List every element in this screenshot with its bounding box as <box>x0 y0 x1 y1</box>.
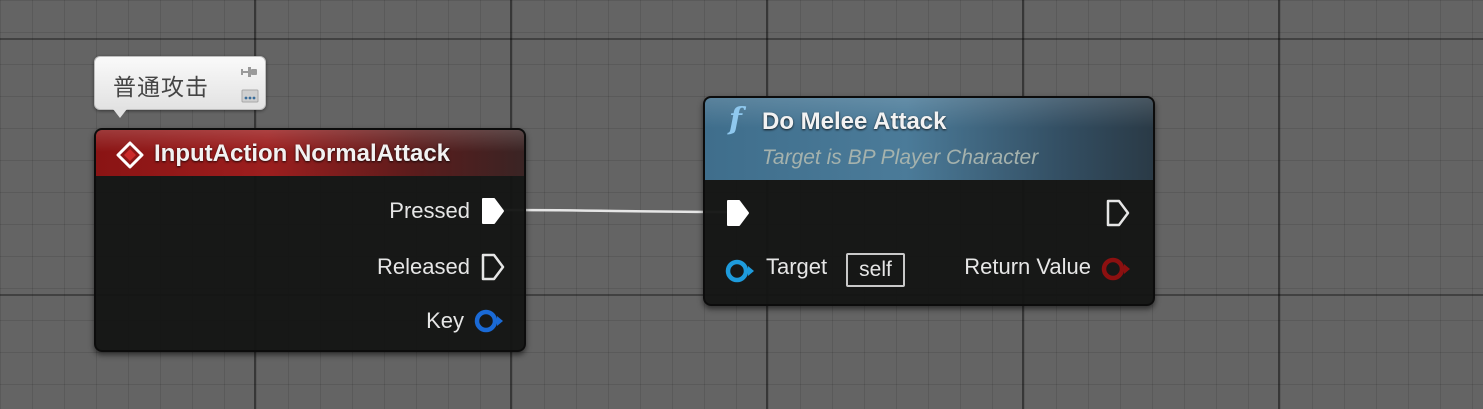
pressed-pin-label: Pressed <box>389 198 470 223</box>
more-options-icon[interactable] <box>241 89 259 103</box>
event-diamond-icon <box>116 141 144 169</box>
released-exec-pin-icon[interactable] <box>480 252 506 282</box>
comment-text: 普通攻击 <box>113 75 209 101</box>
input-action-node-title: InputAction NormalAttack <box>154 140 451 167</box>
target-object-pin-icon[interactable] <box>723 258 759 284</box>
function-call-node-title: Do Melee Attack <box>762 108 947 135</box>
node-comment-bubble[interactable]: 普通攻击 <box>94 56 266 118</box>
function-call-node-header[interactable] <box>705 98 1153 180</box>
key-struct-pin-icon[interactable] <box>472 308 506 334</box>
return-value-pin-icon[interactable] <box>1099 256 1133 282</box>
exec-in-pin-icon[interactable] <box>725 198 751 228</box>
pin-icon[interactable] <box>239 65 259 79</box>
input-action-node[interactable]: InputAction NormalAttack Pressed Release… <box>94 128 526 352</box>
function-f-icon: f <box>729 102 742 137</box>
exec-out-pin-icon[interactable] <box>1105 198 1131 228</box>
pressed-exec-pin-icon[interactable] <box>480 196 506 226</box>
target-pin-label: Target <box>766 254 828 279</box>
function-call-node[interactable]: f Do Melee Attack Target is BP Player Ch… <box>703 96 1155 306</box>
target-default-value-box[interactable]: self <box>846 253 905 287</box>
function-call-node-subtitle: Target is BP Player Character <box>762 146 1039 169</box>
input-action-node-header[interactable] <box>96 130 524 176</box>
released-pin-label: Released <box>377 254 470 279</box>
return-value-pin-label: Return Value <box>964 254 1091 279</box>
key-pin-label: Key <box>426 308 464 333</box>
